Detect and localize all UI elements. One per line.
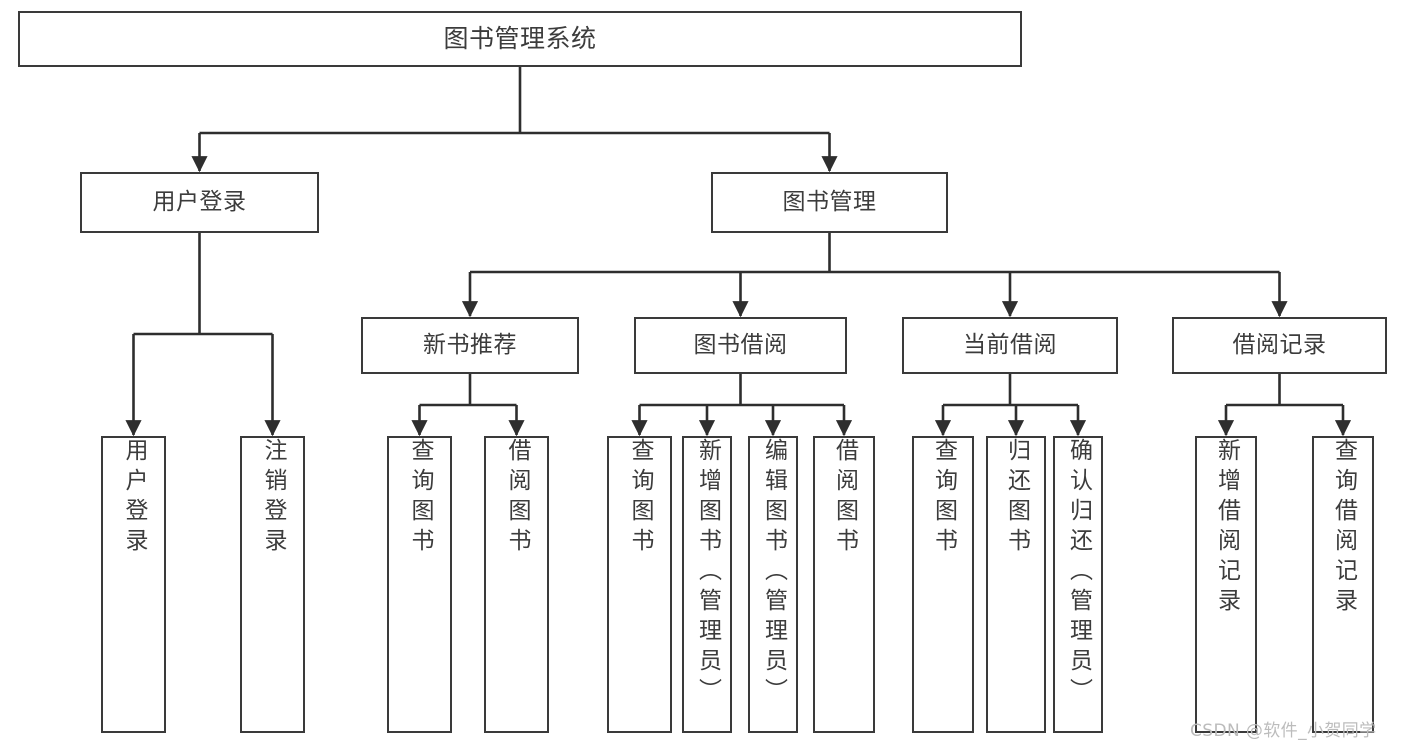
node-leaf-add-record[interactable]: 新增借阅记录 (1195, 436, 1257, 733)
node-leaf-query-record-label: 查询借阅记录 (1330, 438, 1357, 618)
node-root[interactable]: 图书管理系统 (18, 11, 1022, 67)
node-leaf-user-login-label: 用户登录 (121, 438, 147, 558)
node-new-book-rec[interactable]: 新书推荐 (361, 317, 579, 374)
node-root-label: 图书管理系统 (443, 24, 597, 54)
node-leaf-query-book-2-label: 查询图书 (627, 438, 653, 558)
node-leaf-confirm-return-label: 确认归还（管理员） (1065, 438, 1092, 708)
node-book-manage-label: 图书管理 (782, 188, 877, 215)
node-leaf-edit-book-label: 编辑图书（管理员） (760, 438, 787, 708)
node-book-manage[interactable]: 图书管理 (711, 172, 948, 233)
node-leaf-borrow-book-2[interactable]: 借阅图书 (813, 436, 875, 733)
node-leaf-borrow-book-2-label: 借阅图书 (831, 438, 858, 558)
node-leaf-query-book-3-label: 查询图书 (930, 438, 957, 558)
node-leaf-query-record[interactable]: 查询借阅记录 (1312, 436, 1374, 733)
node-leaf-add-record-label: 新增借阅记录 (1213, 438, 1240, 618)
node-current-borrow-label: 当前借阅 (963, 331, 1057, 358)
node-leaf-borrow-book-1[interactable]: 借阅图书 (484, 436, 549, 733)
node-book-borrow[interactable]: 图书借阅 (634, 317, 847, 374)
node-leaf-user-logout[interactable]: 注销登录 (240, 436, 305, 733)
node-leaf-borrow-book-1-label: 借阅图书 (504, 438, 530, 558)
node-borrow-record-label: 借阅记录 (1232, 331, 1327, 358)
node-leaf-add-book[interactable]: 新增图书（管理员） (682, 436, 732, 733)
node-borrow-record[interactable]: 借阅记录 (1172, 317, 1387, 374)
node-leaf-return-book-label: 归还图书 (1003, 438, 1030, 558)
node-leaf-user-login[interactable]: 用户登录 (101, 436, 166, 733)
node-leaf-user-logout-label: 注销登录 (260, 438, 286, 558)
node-new-book-rec-label: 新书推荐 (423, 331, 517, 358)
node-user-login[interactable]: 用户登录 (80, 172, 319, 233)
node-leaf-query-book-1-label: 查询图书 (407, 438, 433, 558)
node-leaf-query-book-3[interactable]: 查询图书 (912, 436, 974, 733)
node-leaf-query-book-2[interactable]: 查询图书 (607, 436, 672, 733)
node-leaf-edit-book[interactable]: 编辑图书（管理员） (748, 436, 798, 733)
node-leaf-confirm-return[interactable]: 确认归还（管理员） (1053, 436, 1103, 733)
node-book-borrow-label: 图书借阅 (693, 331, 788, 358)
node-user-login-label: 用户登录 (152, 188, 247, 215)
node-current-borrow[interactable]: 当前借阅 (902, 317, 1118, 374)
node-leaf-return-book[interactable]: 归还图书 (986, 436, 1046, 733)
node-leaf-add-book-label: 新增图书（管理员） (694, 438, 721, 708)
csdn-watermark: CSDN @软件_小贺同学 (1190, 721, 1377, 741)
node-leaf-query-book-1[interactable]: 查询图书 (387, 436, 452, 733)
